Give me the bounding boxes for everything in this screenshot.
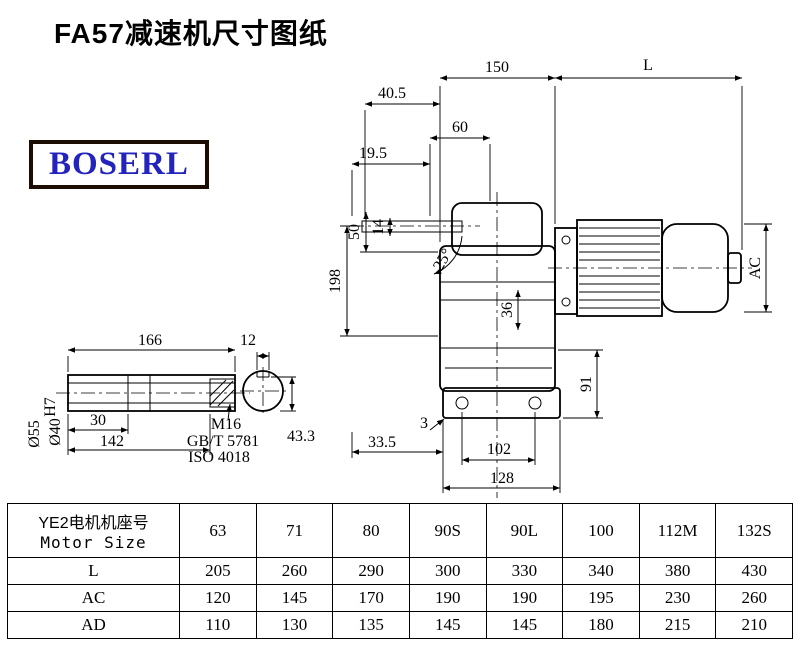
table-row-AD: AD 110 130 135 145 145 180 215 210	[7, 611, 793, 639]
dim-150-label: 150	[485, 59, 509, 76]
dim-AC-label: AC	[747, 257, 764, 279]
motor-size-header-en: Motor Size	[40, 533, 147, 552]
dim-40-5-label: 40.5	[378, 85, 406, 102]
table-header-row: YE2电机机座号 Motor Size 63 71 80 90S 90L 100…	[7, 503, 793, 558]
dim-12-label: 12	[240, 332, 256, 349]
dim-60-label: 60	[452, 119, 468, 136]
table-cell: 145	[255, 584, 334, 612]
table-cell: 145	[485, 611, 564, 639]
size-col-header: 80	[332, 503, 410, 558]
row-label: L	[7, 557, 180, 585]
table-row-L: L 205 260 290 300 330 340 380 430	[7, 557, 793, 585]
size-col-header: 63	[179, 503, 257, 558]
size-col-header: 132S	[715, 503, 793, 558]
dim-25deg-label: 25°	[430, 246, 456, 274]
table-cell: 120	[179, 584, 257, 612]
dim-19-5-label: 19.5	[359, 145, 387, 162]
table-cell: 230	[638, 584, 717, 612]
table-cell: 260	[255, 557, 334, 585]
table-cell: 135	[332, 611, 410, 639]
motor-cooling-fins	[579, 227, 660, 309]
page-title: FA57减速机尺寸图纸	[54, 18, 328, 49]
table-cell: 205	[179, 557, 257, 585]
size-col-header: 71	[255, 503, 334, 558]
label-iso4018: ISO 4018	[188, 449, 250, 466]
motor-size-header-cn: YE2电机机座号	[38, 515, 149, 532]
table-cell: 190	[408, 584, 487, 612]
technical-drawing: 150 L 40.5 60 19.5 50 14 25° 198 AC 36 9…	[26, 57, 772, 498]
dim-43-3-label: 43.3	[287, 428, 315, 445]
dim-36-label: 36	[499, 302, 516, 318]
row-label: AD	[7, 611, 180, 639]
label-gbt5781: GB/T 5781	[187, 433, 259, 450]
label-m16: M16	[211, 416, 241, 433]
table-cell: 300	[408, 557, 487, 585]
table-cell: 190	[485, 584, 564, 612]
table-cell: 170	[332, 584, 410, 612]
table-cell: 195	[562, 584, 640, 612]
dim-dia55-label: Ø55	[26, 420, 43, 448]
dim-50-label: 50	[346, 224, 363, 240]
dim-dia40-label: Ø40	[47, 418, 64, 446]
dim-198-label: 198	[327, 269, 344, 293]
table-cell: 110	[179, 611, 257, 639]
reducer-main-view	[350, 192, 752, 498]
table-cell: 330	[485, 557, 564, 585]
table-cell: 340	[562, 557, 640, 585]
motor-size-header-cell: YE2电机机座号 Motor Size	[7, 503, 180, 558]
dim-33-5-label: 33.5	[368, 434, 396, 451]
boserl-logo: BOSERL	[29, 140, 209, 189]
table-cell: 430	[715, 557, 793, 585]
table-cell: 215	[638, 611, 717, 639]
dim-14-label: 14	[370, 219, 387, 235]
output-flange	[442, 387, 561, 419]
table-cell: 260	[715, 584, 793, 612]
dim-166-label: 166	[138, 332, 162, 349]
housing-body	[439, 245, 556, 392]
dimension-lines	[340, 75, 772, 493]
boserl-logo-text: BOSERL	[49, 146, 189, 182]
table-cell: 145	[408, 611, 487, 639]
dim-128-label: 128	[490, 470, 514, 487]
size-col-header: 112M	[638, 503, 717, 558]
dim-3-label: 3	[420, 415, 428, 432]
table-cell: 180	[562, 611, 640, 639]
row-label: AC	[7, 584, 180, 612]
size-col-header: 100	[562, 503, 640, 558]
input-shaft	[361, 220, 463, 233]
table-cell: 290	[332, 557, 410, 585]
dimension-labels: 150 L 40.5 60 19.5 50 14 25° 198 AC 36 9…	[26, 57, 764, 487]
motor-size-table: YE2电机机座号 Motor Size 63 71 80 90S 90L 100…	[7, 503, 793, 639]
dim-30-label: 30	[90, 412, 106, 429]
output-shaft-detail	[56, 347, 250, 455]
dim-dia40-tolerance-label: H7	[42, 397, 59, 417]
size-col-header: 90L	[485, 503, 564, 558]
table-cell: 380	[638, 557, 717, 585]
flange-bolt	[455, 396, 469, 410]
dim-L-label: L	[643, 57, 653, 74]
size-col-header: 90S	[408, 503, 487, 558]
flange-bolt	[528, 396, 542, 410]
table-cell: 130	[255, 611, 334, 639]
table-cell: 210	[715, 611, 793, 639]
motor-adapter	[554, 227, 578, 315]
shaft-cross-section	[240, 352, 296, 415]
table-row-AC: AC 120 145 170 190 190 195 230 260	[7, 584, 793, 612]
dim-142-label: 142	[100, 433, 124, 450]
dim-91-label: 91	[578, 376, 595, 392]
dim-102-label: 102	[487, 441, 511, 458]
